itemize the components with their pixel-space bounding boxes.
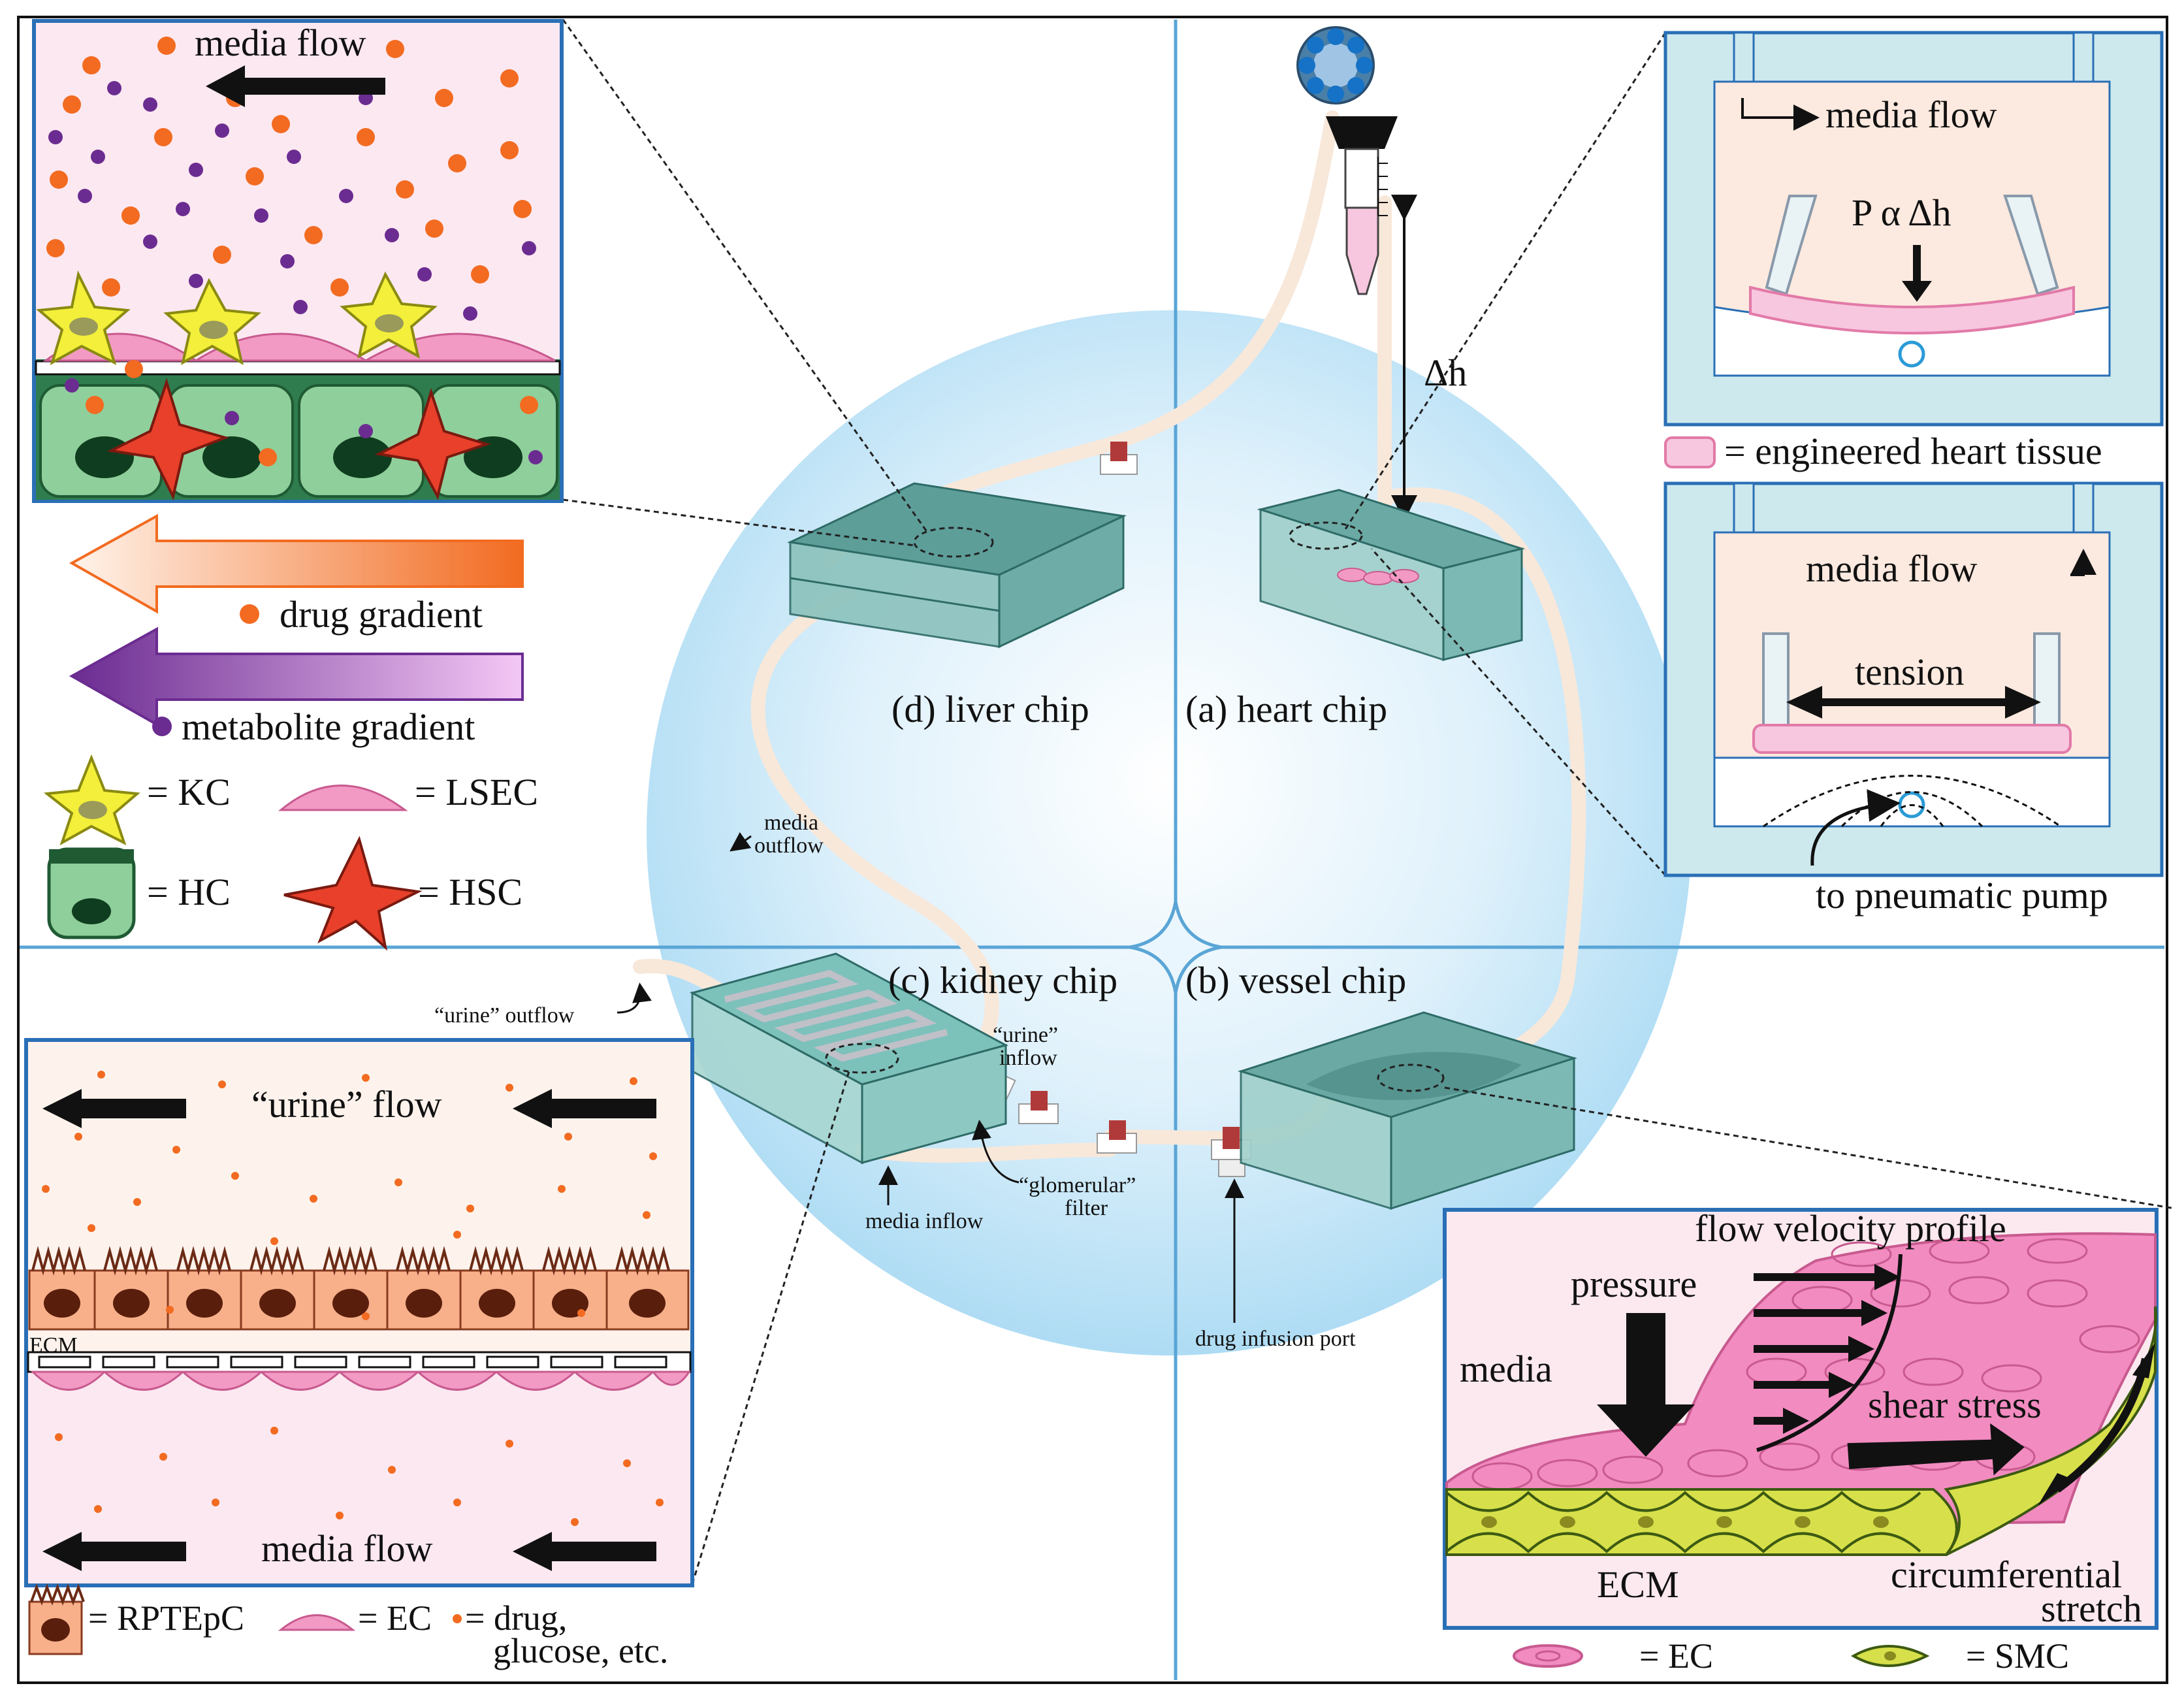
- hc-icon: [47, 847, 136, 939]
- hsc-icon: [283, 835, 423, 951]
- heart-panel-top: [1663, 31, 2164, 427]
- hsc-legend: = HSC: [418, 871, 522, 913]
- pressure-label: P α Δh: [1852, 191, 1951, 234]
- pump-roller-icon: [1296, 26, 1375, 105]
- heart-chip: [1257, 489, 1526, 662]
- vessel-chip-label: (b) vessel chip: [1185, 959, 1406, 1001]
- metabolite-gradient-label: metabolite gradient: [182, 706, 475, 748]
- vessel-pressure-label: pressure: [1571, 1263, 1697, 1305]
- heart-chip-label: (a) heart chip: [1185, 688, 1387, 730]
- media-outflow-arrow: [730, 832, 752, 852]
- rptepc-legend: = RPTEpC: [88, 1598, 244, 1638]
- kidney-chip: [689, 952, 1009, 1165]
- vessel-zoom-panel: [1443, 1208, 2159, 1630]
- drug-legend-l2: glucose, etc.: [493, 1631, 668, 1670]
- urine-outflow-arrow: [617, 982, 652, 1014]
- valve-top: [1100, 442, 1138, 475]
- urine-inflow-l2: inflow: [999, 1046, 1057, 1070]
- heart-top-flow-label: media flow: [1825, 93, 1997, 136]
- liver-chip: [786, 482, 1127, 649]
- circumferential-l2: stretch: [2041, 1587, 2142, 1630]
- shear-stress-label: shear stress: [1868, 1384, 2042, 1426]
- eht-legend-icon: [1664, 436, 1716, 468]
- drug-dots: [46, 37, 538, 466]
- lsec-icon: [278, 785, 408, 811]
- valve-kidney: [1018, 1091, 1059, 1124]
- drug-legend-l1: = drug,: [465, 1598, 567, 1638]
- drug-gradient-label: drug gradient: [280, 593, 483, 636]
- kidney-ecm-label: ECM: [29, 1333, 78, 1357]
- vessel-media-label: media: [1460, 1348, 1552, 1390]
- media-inflow-label: media inflow: [865, 1209, 984, 1233]
- urine-inflow-l1: “urine”: [993, 1023, 1058, 1047]
- kidney-chip-label: (c) kidney chip: [888, 959, 1117, 1001]
- zoom-lines: [562, 19, 2176, 1585]
- drug-port-label: drug infusion port: [1195, 1327, 1356, 1351]
- vessel-ecm-label: ECM: [1597, 1563, 1679, 1606]
- kidney-ec-legend: = EC: [358, 1598, 432, 1638]
- circumferential-l1: circumferential: [1891, 1553, 2122, 1596]
- metabolite-dots: [48, 81, 543, 464]
- valve-middle: [1097, 1120, 1137, 1154]
- pump-label: to pneumatic pump: [1816, 874, 2108, 916]
- media-outflow-l2: outflow: [754, 834, 824, 858]
- metabolite-gradient-arrow: [69, 626, 524, 736]
- ec-icon-kidney: [278, 1614, 356, 1631]
- smc-icon: [1850, 1645, 1930, 1667]
- glomerular-l2: filter: [1065, 1196, 1108, 1220]
- urine-flow-label: “urine” flow: [251, 1083, 442, 1126]
- center-star: [1129, 901, 1222, 994]
- hc-legend: = HC: [147, 871, 231, 913]
- kc-legend: = KC: [147, 771, 231, 813]
- glomerular-arrow: [972, 1120, 1020, 1184]
- outer-frame: [17, 16, 2168, 1684]
- vessel-ec-legend: = EC: [1639, 1636, 1713, 1676]
- syringe-reservoir: [1326, 116, 1398, 295]
- kidney-zoom-panel: [24, 1038, 694, 1587]
- lsec-legend: = LSEC: [415, 771, 538, 813]
- kidney-media-flow-label: media flow: [261, 1527, 433, 1570]
- glomerular-l1: “glomerular”: [1019, 1173, 1136, 1197]
- drug-gradient-arrow: [69, 513, 524, 624]
- heart-bottom-flow-label: media flow: [1806, 547, 1978, 590]
- smc-legend: = SMC: [1966, 1636, 2069, 1676]
- drug-dot-icon: [453, 1614, 462, 1623]
- ec-icon-vessel: [1513, 1644, 1583, 1668]
- tension-label: tension: [1855, 651, 1965, 693]
- liver-flow-label: media flow: [195, 22, 366, 64]
- heart-panel-bottom: [1663, 481, 2164, 877]
- velocity-profile-label: flow velocity profile: [1695, 1207, 2006, 1250]
- liver-chip-label: (d) liver chip: [891, 688, 1089, 730]
- eht-legend: = engineered heart tissue: [1724, 430, 2102, 472]
- kc-icon: [43, 754, 140, 846]
- liver-zoom-panel: [32, 19, 564, 503]
- vessel-chip: [1237, 1011, 1578, 1210]
- rptepc-icon: [28, 1583, 85, 1655]
- urine-outflow-label: “urine” outflow: [434, 1003, 575, 1028]
- media-outflow-l1: media: [764, 811, 818, 835]
